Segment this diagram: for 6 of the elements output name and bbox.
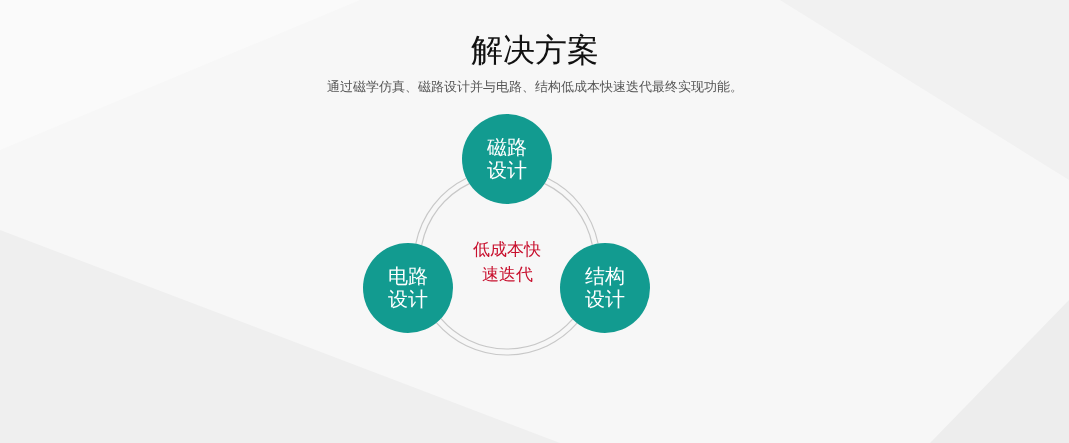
center-text: 低成本快速迭代: [472, 238, 542, 286]
ring-arc: [415, 177, 470, 246]
title: 解决方案: [469, 30, 600, 70]
ring-arc: [544, 177, 599, 246]
caption: 通过磁学仿真、磁路设计并与电路、结构低成本快速迭代最终实现功能。: [325, 78, 744, 96]
ring-arc: [436, 318, 578, 356]
